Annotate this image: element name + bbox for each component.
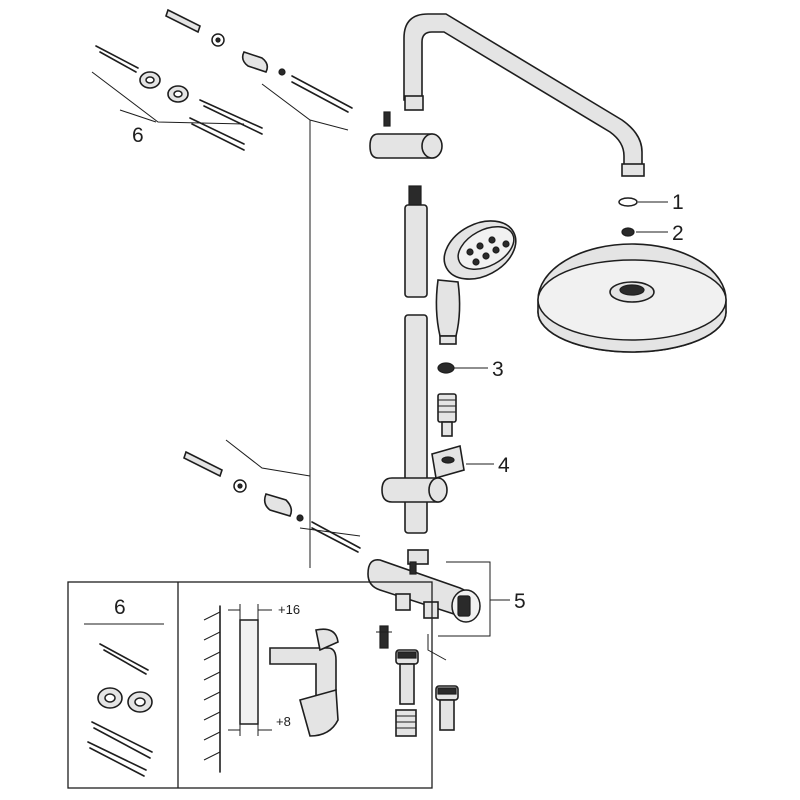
inset-wall-dimensions: +16 +8 bbox=[203, 602, 339, 773]
callout-leaders bbox=[427, 201, 668, 661]
dimension-label-top: +16 bbox=[278, 602, 300, 617]
upper-wall-fixing-kit bbox=[165, 8, 353, 568]
mounting-kit-6 bbox=[91, 45, 263, 151]
washer-part-1 bbox=[618, 197, 638, 207]
hose-connector bbox=[437, 393, 457, 437]
thermostat-mixer bbox=[367, 549, 481, 623]
seal-part-2 bbox=[621, 227, 635, 237]
sliding-holder bbox=[381, 444, 465, 503]
hand-shower bbox=[435, 220, 517, 345]
hand-shower-washer-part-3 bbox=[437, 362, 455, 374]
callout-2: 2 bbox=[672, 222, 684, 245]
callout-5: 5 bbox=[514, 590, 526, 613]
overhead-shower-head bbox=[537, 243, 727, 353]
lower-wall-fixing-kit bbox=[183, 439, 361, 553]
inset-kit-6: 6 bbox=[84, 596, 164, 777]
callout-3: 3 bbox=[492, 358, 504, 381]
callout-4: 4 bbox=[498, 454, 510, 477]
callout-1: 1 bbox=[672, 191, 684, 214]
inset-kit-label: 6 bbox=[114, 596, 126, 619]
mixer-bottom-fittings bbox=[376, 625, 459, 737]
upper-wall-bracket bbox=[369, 111, 443, 159]
callout-6: 6 bbox=[132, 124, 144, 147]
overhead-shower-arm bbox=[403, 13, 645, 177]
riser-pipe-upper bbox=[404, 95, 428, 298]
dimension-label-bottom: +8 bbox=[276, 714, 291, 729]
inset-panel bbox=[67, 581, 433, 789]
